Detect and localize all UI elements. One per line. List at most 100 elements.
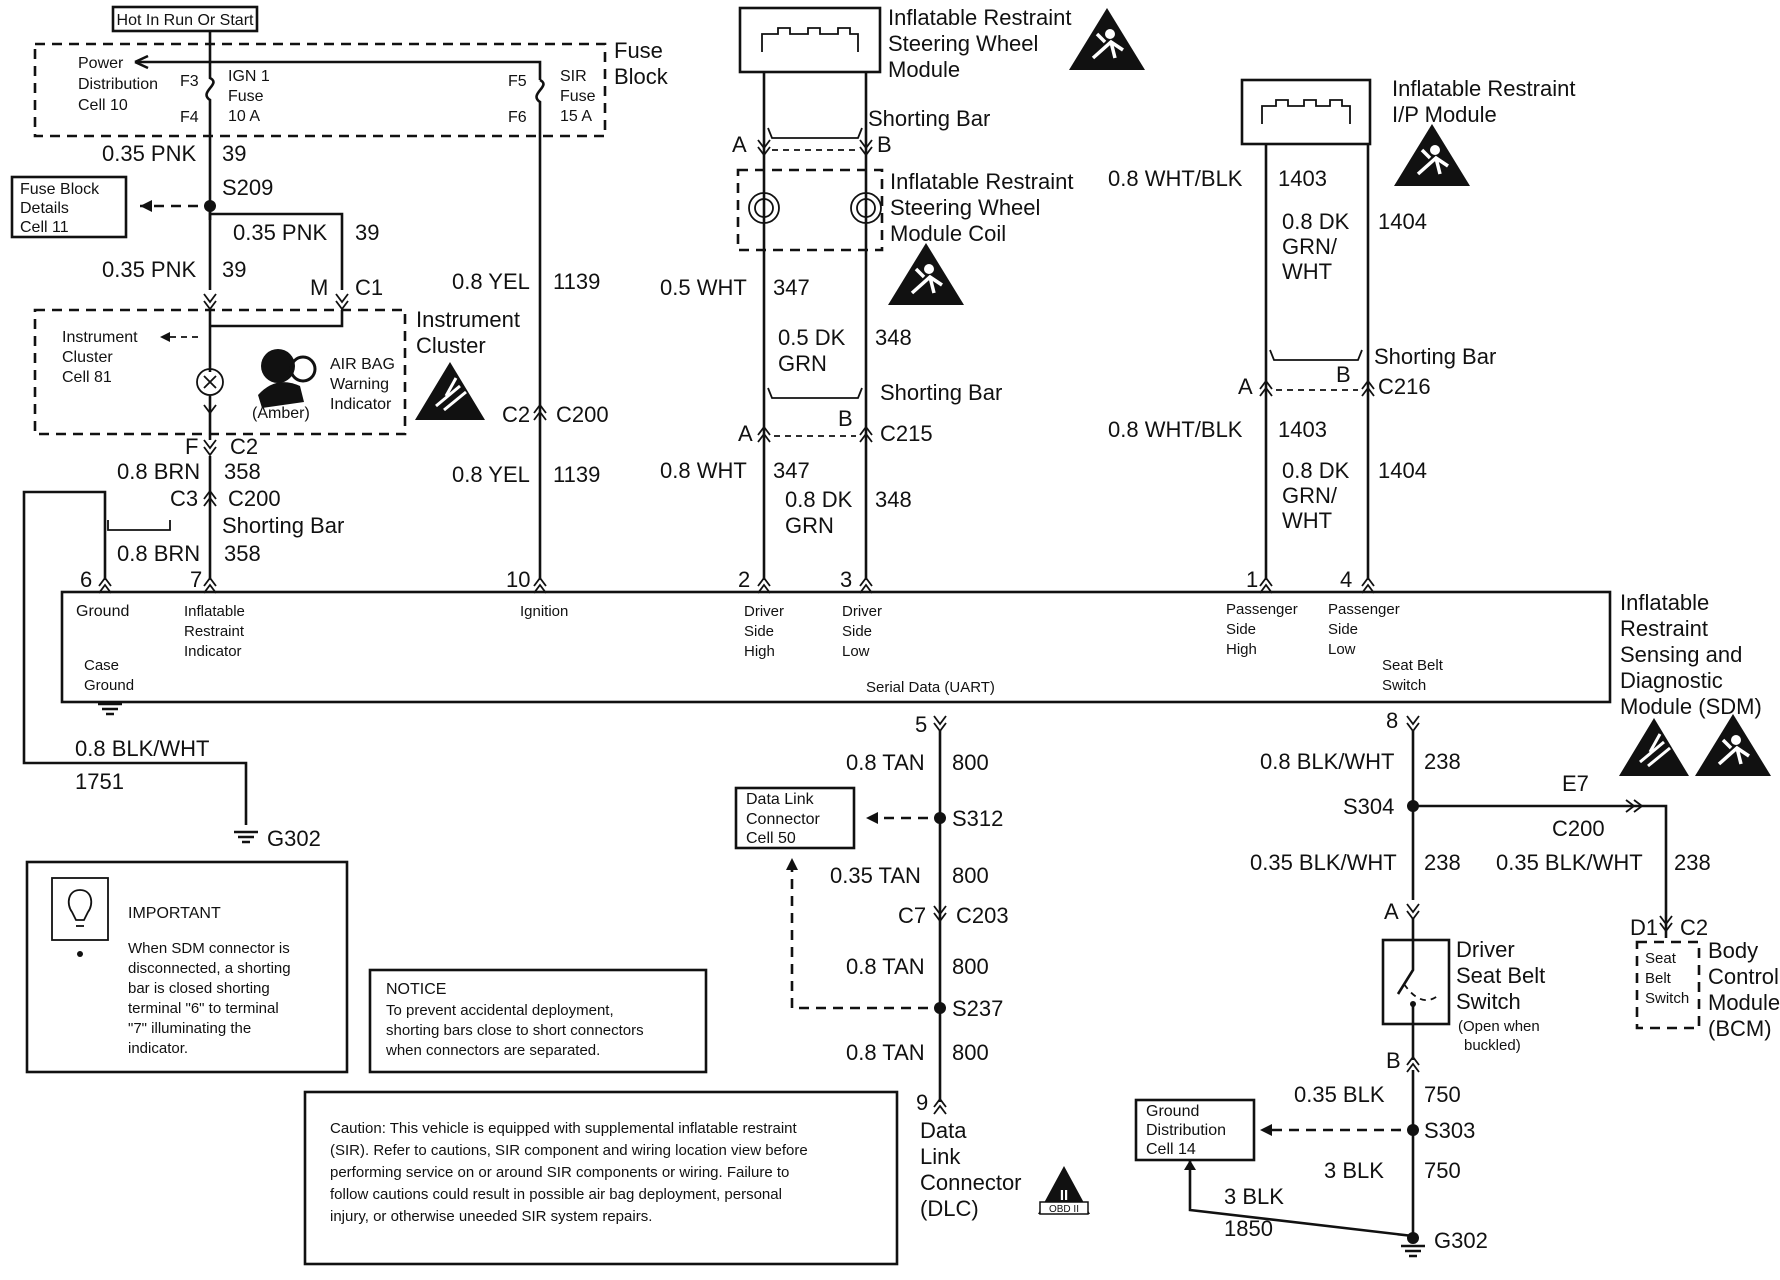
- svg-text:Passenger: Passenger: [1226, 601, 1298, 618]
- svg-text:39: 39: [355, 220, 379, 245]
- body-control-module: Seat Belt Switch Body Control Module (BC…: [1635, 938, 1780, 1041]
- svg-text:S304: S304: [1343, 794, 1394, 819]
- svg-text:Low: Low: [1328, 641, 1356, 658]
- svg-text:Inflatable Restraint: Inflatable Restraint: [890, 169, 1073, 194]
- svg-text:347: 347: [773, 275, 810, 300]
- svg-text:B: B: [877, 132, 892, 157]
- airbag-person-icon: [258, 349, 317, 408]
- svg-text:NOTICE: NOTICE: [386, 981, 446, 998]
- svg-text:Seat Belt: Seat Belt: [1382, 657, 1444, 674]
- svg-text:39: 39: [222, 257, 246, 282]
- svg-text:WHT: WHT: [1282, 259, 1332, 284]
- shorting-bar-sdm: [107, 520, 171, 531]
- sir-warning-icon: [886, 241, 966, 307]
- svg-text:Indicator: Indicator: [184, 643, 242, 660]
- svg-text:Cell 14: Cell 14: [1146, 1141, 1196, 1158]
- svg-text:Caution: This vehicle is equip: Caution: This vehicle is equipped with s…: [330, 1120, 797, 1137]
- svg-text:OBD II: OBD II: [1049, 1204, 1079, 1215]
- svg-text:800: 800: [952, 863, 989, 888]
- svg-text:Side: Side: [1226, 621, 1256, 638]
- svg-text:Body: Body: [1708, 938, 1758, 963]
- svg-text:3 BLK: 3 BLK: [1324, 1158, 1384, 1183]
- svg-text:Control: Control: [1708, 964, 1779, 989]
- svg-text:C3: C3: [170, 486, 198, 511]
- svg-text:Shorting Bar: Shorting Bar: [868, 106, 990, 131]
- svg-text:Driver: Driver: [842, 603, 882, 620]
- svg-text:C203: C203: [956, 903, 1009, 928]
- svg-text:High: High: [744, 643, 775, 660]
- svg-text:Driver: Driver: [1456, 937, 1515, 962]
- svg-text:Shorting Bar: Shorting Bar: [222, 513, 344, 538]
- lightbulb-icon: [67, 889, 93, 921]
- svg-text:C200: C200: [228, 486, 281, 511]
- svg-text:Ground: Ground: [1146, 1103, 1199, 1120]
- svg-text:Fuse Block: Fuse Block: [20, 181, 100, 198]
- svg-text:Seat Belt: Seat Belt: [1456, 963, 1545, 988]
- svg-text:0.8 BRN: 0.8 BRN: [117, 541, 200, 566]
- svg-text:(DLC): (DLC): [920, 1196, 979, 1221]
- svg-text:GRN: GRN: [785, 513, 834, 538]
- ground-icon: [232, 830, 260, 844]
- svg-text:F4: F4: [180, 109, 199, 126]
- svg-text:Steering Wheel: Steering Wheel: [890, 195, 1040, 220]
- svg-text:Ignition: Ignition: [520, 603, 568, 620]
- steering-wheel-module: Inflatable Restraint Steering Wheel Modu…: [738, 5, 1071, 82]
- svg-text:performing service on or aroun: performing service on or around SIR comp…: [330, 1164, 789, 1181]
- svg-text:S237: S237: [952, 996, 1003, 1021]
- svg-text:II: II: [1060, 1187, 1068, 1204]
- fuse-block: Fuse Block Power Distribution Cell 10 F3…: [33, 38, 669, 138]
- svg-text:Belt: Belt: [1645, 970, 1672, 987]
- svg-text:Cell 10: Cell 10: [78, 97, 128, 114]
- svg-text:A: A: [732, 132, 747, 157]
- svg-text:A: A: [738, 421, 753, 446]
- svg-text:0.8 WHT: 0.8 WHT: [660, 458, 747, 483]
- svg-text:0.8 BRN: 0.8 BRN: [117, 459, 200, 484]
- svg-text:Module (SDM): Module (SDM): [1620, 694, 1762, 719]
- svg-text:SIR: SIR: [560, 68, 587, 85]
- svg-text:B: B: [838, 406, 853, 431]
- svg-text:2: 2: [738, 567, 750, 592]
- svg-text:Ground: Ground: [84, 677, 134, 694]
- svg-text:348: 348: [875, 487, 912, 512]
- svg-text:When SDM connector is: When SDM connector is: [128, 940, 290, 957]
- splice-s312: [934, 812, 946, 824]
- svg-text:"7" illuminating the: "7" illuminating the: [128, 1020, 251, 1037]
- svg-text:Link: Link: [920, 1144, 961, 1169]
- svg-text:1: 1: [1246, 567, 1258, 592]
- svg-text:10 A: 10 A: [228, 108, 260, 125]
- svg-text:0.5 WHT: 0.5 WHT: [660, 275, 747, 300]
- svg-text:follow cautions could result i: follow cautions could result in possible…: [330, 1186, 782, 1203]
- svg-text:Inflatable: Inflatable: [184, 603, 245, 620]
- data-link-connector-ref: Data Link Connector Cell 50: [734, 786, 856, 850]
- splice-s303: [1407, 1124, 1419, 1136]
- svg-text:10: 10: [506, 567, 530, 592]
- svg-text:6: 6: [80, 567, 92, 592]
- svg-text:3: 3: [840, 567, 852, 592]
- svg-text:F5: F5: [508, 73, 527, 90]
- svg-text:Cell 50: Cell 50: [746, 830, 796, 847]
- svg-text:Power: Power: [78, 55, 124, 72]
- svg-text:1404: 1404: [1378, 458, 1427, 483]
- svg-text:S312: S312: [952, 806, 1003, 831]
- svg-text:15 A: 15 A: [560, 108, 592, 125]
- svg-text:indicator.: indicator.: [128, 1040, 188, 1057]
- clockspring-left-icon: [748, 192, 780, 224]
- svg-text:Side: Side: [744, 623, 774, 640]
- notice-note: NOTICE To prevent accidental deployment,…: [368, 968, 708, 1074]
- svg-text:E7: E7: [1562, 771, 1589, 796]
- svg-text:To prevent accidental deployme: To prevent accidental deployment,: [386, 1002, 614, 1019]
- svg-text:(SIR). Refer to cautions, SIR: (SIR). Refer to cautions, SIR component …: [330, 1142, 808, 1159]
- svg-text:(Open when: (Open when: [1458, 1018, 1540, 1035]
- svg-text:0.35 BLK/WHT: 0.35 BLK/WHT: [1496, 850, 1643, 875]
- svg-text:Driver: Driver: [744, 603, 784, 620]
- obd-ii-icon: II OBD II: [1038, 1166, 1090, 1215]
- svg-text:1403: 1403: [1278, 417, 1327, 442]
- svg-text:Side: Side: [842, 623, 872, 640]
- svg-text:39: 39: [222, 141, 246, 166]
- svg-text:C2: C2: [1680, 915, 1708, 940]
- svg-text:1139: 1139: [553, 269, 600, 294]
- svg-text:C200: C200: [1552, 816, 1605, 841]
- svg-text:0.8 DK: 0.8 DK: [1282, 209, 1350, 234]
- caution-note: Caution: This vehicle is equipped with s…: [303, 1090, 899, 1266]
- svg-text:terminal "6" to terminal: terminal "6" to terminal: [128, 1000, 279, 1017]
